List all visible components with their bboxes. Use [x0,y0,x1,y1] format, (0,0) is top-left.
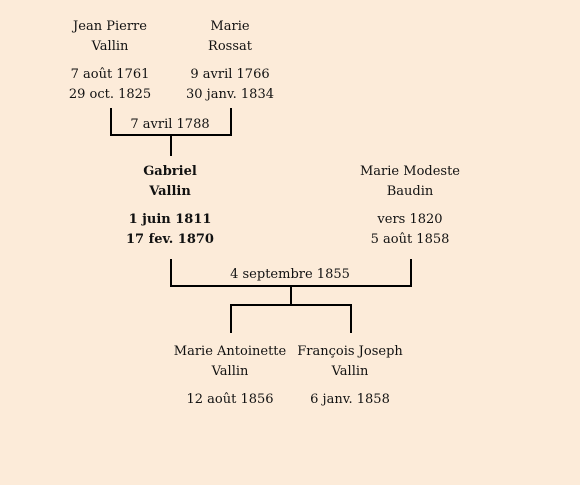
subject-first-name: Gabriel [143,164,197,179]
subject-surname: Vallin [149,184,191,199]
spouse-birth-date: vers 1820 [377,212,443,227]
mother-first-name: Marie [210,19,250,34]
mother-birth-date: 9 avril 1766 [190,67,270,82]
spouse-death-date: 5 août 1858 [370,232,450,247]
father-death-date: 29 oct. 1825 [68,87,152,102]
subject-death-date: 17 fev. 1870 [126,232,214,247]
mother-surname: Rossat [208,39,252,54]
spouse-surname: Baudin [386,184,434,199]
child-2-birth-date: 6 janv. 1858 [310,392,390,407]
mother-death-date: 30 janv. 1834 [186,87,274,102]
child-2-surname: Vallin [331,364,369,379]
marriage-date: 4 septembre 1855 [230,267,350,282]
child-1-birth-date: 12 août 1856 [186,392,274,407]
child-1-surname: Vallin [211,364,249,379]
spouse-first-name: Marie Modeste [359,164,461,179]
father-first-name: Jean Pierre [73,19,147,34]
father-birth-date: 7 août 1761 [70,67,150,82]
parents-marriage-date: 7 avril 1788 [130,117,210,132]
subject-birth-date: 1 juin 1811 [128,212,212,227]
child-1-first-name: Marie Antoinette [173,344,287,359]
child-2-first-name: François Joseph [297,344,403,359]
father-surname: Vallin [91,39,129,54]
